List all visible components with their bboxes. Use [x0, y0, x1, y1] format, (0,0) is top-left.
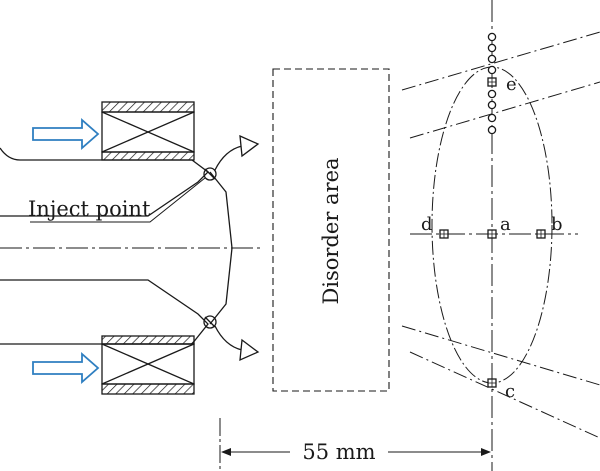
inject-point-leader [30, 177, 206, 223]
inject-point-upper-marker [203, 167, 217, 181]
inject-point-label: Inject point [28, 197, 151, 221]
upper-wall [0, 147, 209, 217]
dimension-label: 55 mm [302, 440, 375, 464]
flow-arrow-lower-icon [32, 352, 100, 384]
disorder-area-box [272, 68, 390, 392]
upper-actuator-hatch-top [101, 101, 195, 113]
point-b-label: b [551, 214, 563, 235]
probe-point-3 [487, 54, 497, 64]
probe-point-7 [487, 113, 497, 123]
lower-wall [0, 279, 209, 345]
probe-point-8 [487, 125, 497, 135]
lower-actuator-hatch-top [101, 335, 195, 345]
lower-actuator-hatch-bottom [101, 383, 195, 395]
jet-arrow-upper [214, 145, 243, 171]
upper-actuator-hatch-bottom [101, 151, 195, 161]
point-a-label: a [500, 214, 511, 235]
point-c-label: c [505, 381, 515, 402]
jet-arrow-lower-head [239, 338, 260, 362]
probe-point-5 [487, 89, 497, 99]
disorder-area-label: Disorder area [319, 157, 343, 304]
flow-arrow-upper-icon [32, 118, 100, 150]
jet-arrow-lower [214, 325, 243, 351]
boundary-line-3 [401, 325, 600, 386]
probe-point-1 [487, 32, 497, 42]
contraction-curve [209, 171, 233, 325]
boundary-line-4 [409, 351, 600, 439]
probe-point-4 [487, 65, 497, 75]
inject-point-lower-marker [203, 315, 217, 329]
probe-point-6 [487, 100, 497, 110]
boundary-line-1 [401, 31, 600, 91]
jet-arrow-upper-head [239, 134, 260, 158]
point-d-label: d [421, 214, 433, 235]
probe-point-2 [487, 43, 497, 53]
probe-points [487, 32, 497, 135]
boundary-line-2 [409, 81, 600, 139]
point-e-label: e [506, 74, 517, 95]
flow-arrow-icons [32, 118, 100, 384]
